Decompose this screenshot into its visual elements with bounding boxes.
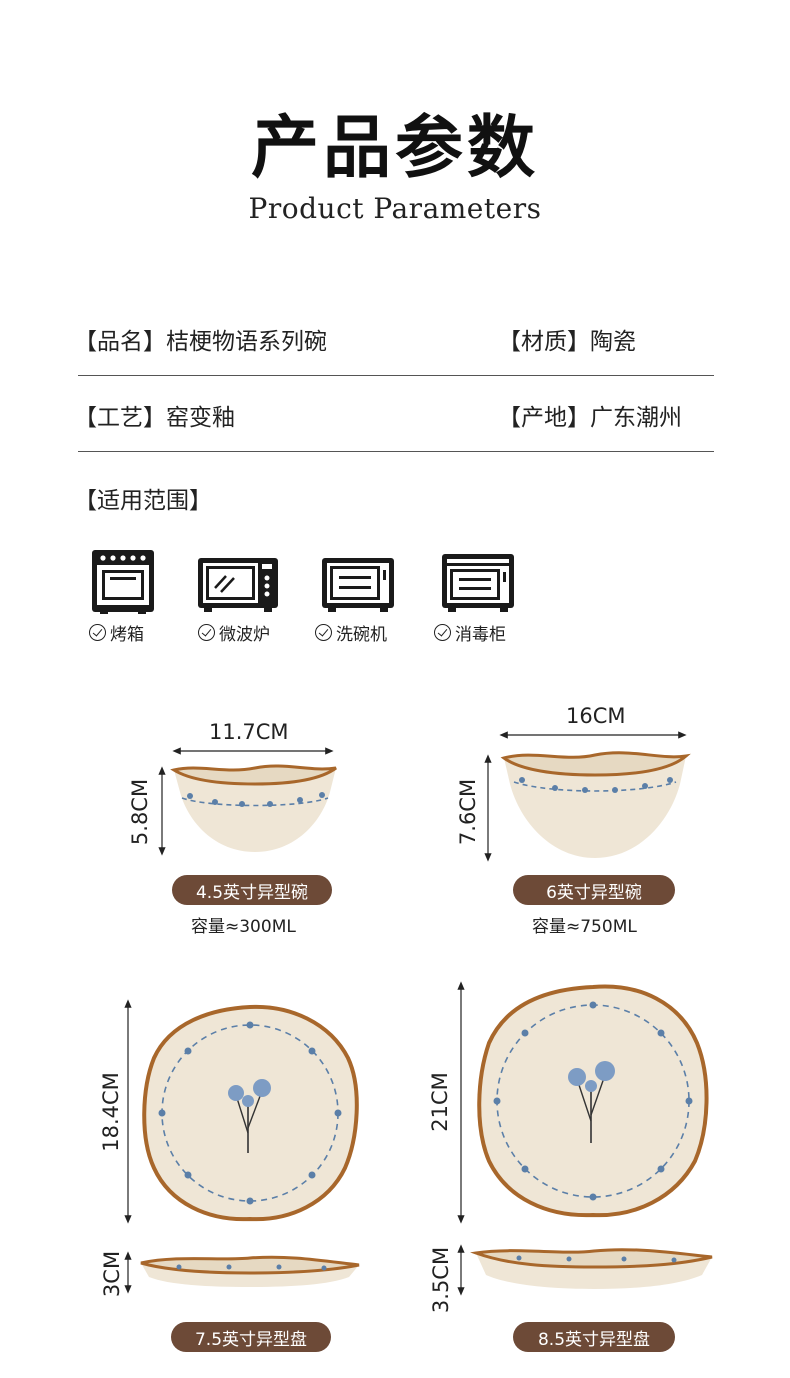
scope-item-oven: 烤箱 [89,620,144,645]
param-row: 【品名】桔梗物语系列碗 【材质】陶瓷 [74,300,714,376]
scope-item-dishwasher: 洗碗机 [315,620,387,645]
plate-large-side-image [475,1248,713,1289]
check-circle-icon [315,624,332,641]
bowl-large-height: 7.6CM [456,778,480,846]
flower-icon [568,1061,615,1143]
plate-large-image [477,984,709,1218]
check-circle-icon [198,624,215,641]
param-material: 【材质】陶瓷 [498,329,636,355]
oven-icon [90,548,156,618]
page-title: 产品参数 [250,108,539,188]
plate-small-height: 3CM [100,1250,124,1298]
check-circle-icon [434,624,451,641]
plate-small-name: 7.5英寸异型盘 [171,1322,331,1352]
plate-large-diameter: 21CM [428,1072,452,1132]
bowl-small-capacity: 容量≈300ML [191,917,296,937]
plate-small-image [142,1004,359,1222]
bowl-small-height: 5.8CM [128,778,152,846]
bowl-small-name: 4.5英寸异型碗 [172,875,332,905]
plate-large-height: 3.5CM [429,1246,453,1314]
check-circle-icon [89,624,106,641]
param-row: 【工艺】窑变釉 【产地】广东潮州 [74,376,714,452]
plate-small-diameter: 18.4CM [99,1072,123,1152]
param-craft: 【工艺】窑变釉 [74,405,235,431]
bowl-large-name: 6英寸异型碗 [513,875,675,905]
bowl-large-image [500,751,691,858]
sterilizer-cabinet-icon [440,548,516,618]
page-subtitle: Product Parameters [248,192,542,225]
bowl-small-image [170,764,337,852]
microwave-icon [196,548,280,618]
bowl-large-capacity: 容量≈750ML [532,917,637,937]
bowl-large-width: 16CM [566,704,626,728]
scope-item-microwave: 微波炉 [198,620,270,645]
flower-icon [228,1079,271,1153]
plate-large-name: 8.5英寸异型盘 [513,1322,675,1352]
scope-title: 【适用范围】 [74,488,212,514]
plate-small-side-image [140,1255,360,1287]
bowl-small-width: 11.7CM [209,720,289,744]
param-product-name: 【品名】桔梗物语系列碗 [74,329,327,355]
scope-item-sterilizer: 消毒柜 [434,620,506,645]
param-origin: 【产地】广东潮州 [498,405,682,431]
dishwasher-icon [320,548,396,618]
